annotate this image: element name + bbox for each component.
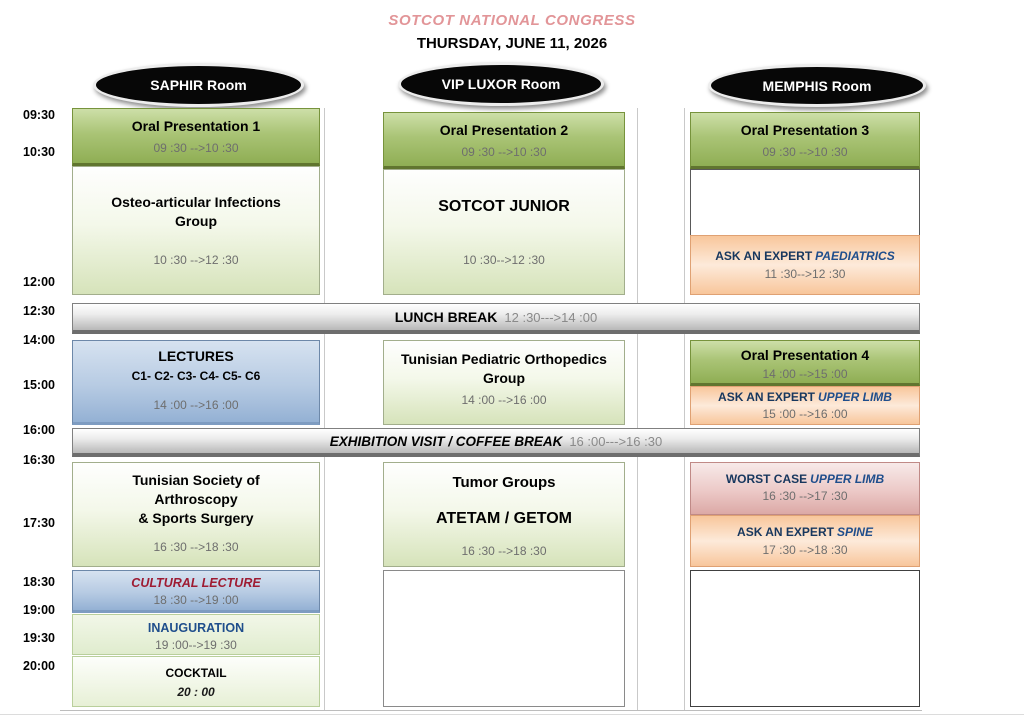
room-header-saphir: SAPHIR Room (93, 63, 304, 107)
time-label: 20:00 (23, 659, 55, 673)
time-label: 10:30 (23, 145, 55, 159)
event-cocktail: COCKTAIL 20 : 00 (72, 656, 320, 707)
event-title: Tunisian Society of (132, 472, 260, 488)
event-time: 14 :00 -->16 :00 (153, 398, 239, 412)
event-time: 14 :00 -->15 :00 (762, 367, 848, 381)
event-oral-presentation-3: Oral Presentation 3 09 :30 -->10 :30 (690, 112, 920, 169)
time-label: 16:30 (23, 453, 55, 467)
room-header-memphis: MEMPHIS Room (708, 64, 926, 107)
room-label: MEMPHIS Room (762, 77, 872, 94)
event-title: Tunisian Pediatric Orthopedics (401, 351, 607, 367)
event-oral-presentation-2: Oral Presentation 2 09 :30 -->10 :30 (383, 112, 625, 169)
room-header-vip-luxor: VIP LUXOR Room (398, 62, 604, 106)
event-title: Oral Presentation 1 (131, 118, 261, 134)
break-label: EXHIBITION VISIT / COFFEE BREAK (329, 433, 563, 449)
event-title: & Sports Surgery (138, 510, 254, 526)
event-title: Arthroscopy (154, 491, 238, 507)
break-label: LUNCH BREAK (394, 309, 498, 325)
room-label: VIP LUXOR Room (441, 76, 561, 92)
event-title: Oral Presentation 4 (740, 347, 870, 363)
time-label: 12:30 (23, 304, 55, 318)
event-title-prefix: ASK AN EXPERT (718, 390, 815, 404)
event-title: Group (483, 370, 525, 386)
page-date: THURSDAY, JUNE 11, 2026 (416, 35, 608, 52)
time-label: 19:00 (23, 603, 55, 617)
event-time: 18 :30 -->19 :00 (153, 593, 239, 607)
time-label: 12:00 (23, 275, 55, 289)
event-time: 19 :00-->19 :30 (155, 638, 237, 652)
event-time: 10 :30-->12 :30 (463, 252, 545, 267)
time-label: 15:00 (23, 378, 55, 392)
event-time: 09 :30 -->10 :30 (153, 141, 239, 155)
event-specialty: UPPER LIMB (817, 390, 892, 404)
event-specialty: PAEDIATRICS (815, 249, 895, 263)
event-time: 20 : 00 (177, 685, 215, 699)
event-title: LECTURES (158, 348, 234, 364)
event-title: COCKTAIL (165, 666, 227, 680)
event-time: 11 :30-->12 :30 (764, 267, 846, 281)
event-oral-presentation-4: Oral Presentation 4 14 :00 -->15 :00 (690, 340, 920, 386)
break-time: 16 :00--->16 :30 (569, 433, 663, 449)
event-time: 15 :00 -->16 :00 (762, 407, 848, 421)
event-title-prefix: ASK AN EXPERT (715, 249, 813, 263)
event-subtitle: C1- C2- C3- C4- C5- C6 (131, 369, 261, 383)
event-time: 16 :30 -->18 :30 (153, 540, 239, 554)
event-cultural-lecture: CULTURAL LECTURE 18 :30 -->19 :00 (72, 570, 320, 613)
event-pediatric-orthopedics: Tunisian Pediatric Orthopedics Group 14 … (383, 340, 625, 425)
time-label: 14:00 (23, 333, 55, 347)
empty-cell-vip-evening (383, 570, 625, 707)
column-divider (637, 108, 638, 710)
exhibition-coffee-break-bar: EXHIBITION VISIT / COFFEE BREAK 16 :00--… (72, 428, 920, 457)
lunch-break-bar: LUNCH BREAK 12 :30--->14 :00 (72, 303, 920, 334)
event-arthroscopy-society: Tunisian Society of Arthroscopy & Sports… (72, 462, 320, 567)
event-tumor-groups: Tumor Groups ATETAM / GETOM 16 :30 -->18… (383, 462, 625, 567)
event-time: 09 :30 -->10 :30 (762, 145, 848, 159)
event-time: 17 :30 -->18 :30 (762, 543, 848, 557)
bottom-gridline (60, 710, 922, 711)
event-title: Group (175, 213, 217, 229)
time-label: 18:30 (23, 575, 55, 589)
event-title: INAUGURATION (147, 621, 245, 635)
event-time: 16 :30 -->17 :30 (762, 489, 848, 503)
event-inauguration: INAUGURATION 19 :00-->19 :30 (72, 614, 320, 655)
event-specialty: SPINE (836, 525, 873, 539)
event-title: ATETAM / GETOM (436, 510, 572, 527)
break-time: 12 :30--->14 :00 (504, 309, 598, 325)
event-sotcot-junior: SOTCOT JUNIOR 10 :30-->12 :30 (383, 169, 625, 295)
event-title: Oral Presentation 2 (439, 122, 569, 138)
event-lectures: LECTURES C1- C2- C3- C4- C5- C6 14 :00 -… (72, 340, 320, 425)
time-label: 09:30 (23, 108, 55, 122)
event-oral-presentation-1: Oral Presentation 1 09 :30 -->10 :30 (72, 108, 320, 166)
event-title-prefix: ASK AN EXPERT (737, 525, 834, 539)
empty-cell-memphis-evening (690, 570, 920, 707)
event-title: Oral Presentation 3 (740, 122, 870, 138)
event-title: SOTCOT JUNIOR (438, 197, 570, 215)
event-time: 16 :30 -->18 :30 (461, 544, 547, 558)
event-time: 09 :30 -->10 :30 (461, 145, 547, 159)
event-title: CULTURAL LECTURE (131, 576, 261, 590)
page-bottom-rule (0, 714, 1024, 715)
event-osteo-articular-group: Osteo-articular Infections Group 10 :30 … (72, 166, 320, 295)
time-label: 17:30 (23, 516, 55, 530)
event-title-prefix: WORST CASE (725, 472, 808, 486)
time-label: 16:00 (23, 423, 55, 437)
room-label: SAPHIR Room (150, 77, 247, 93)
time-label: 19:30 (23, 631, 55, 645)
event-title: Tumor Groups (452, 474, 556, 491)
event-time: 10 :30 -->12 :30 (153, 253, 239, 267)
column-divider (684, 108, 685, 710)
column-divider (324, 108, 325, 710)
event-time: 14 :00 -->16 :00 (461, 393, 547, 407)
event-title: Osteo-articular Infections (111, 194, 281, 210)
event-specialty: UPPER LIMB (810, 472, 885, 486)
page-title: SOTCOT NATIONAL CONGRESS (388, 12, 636, 29)
